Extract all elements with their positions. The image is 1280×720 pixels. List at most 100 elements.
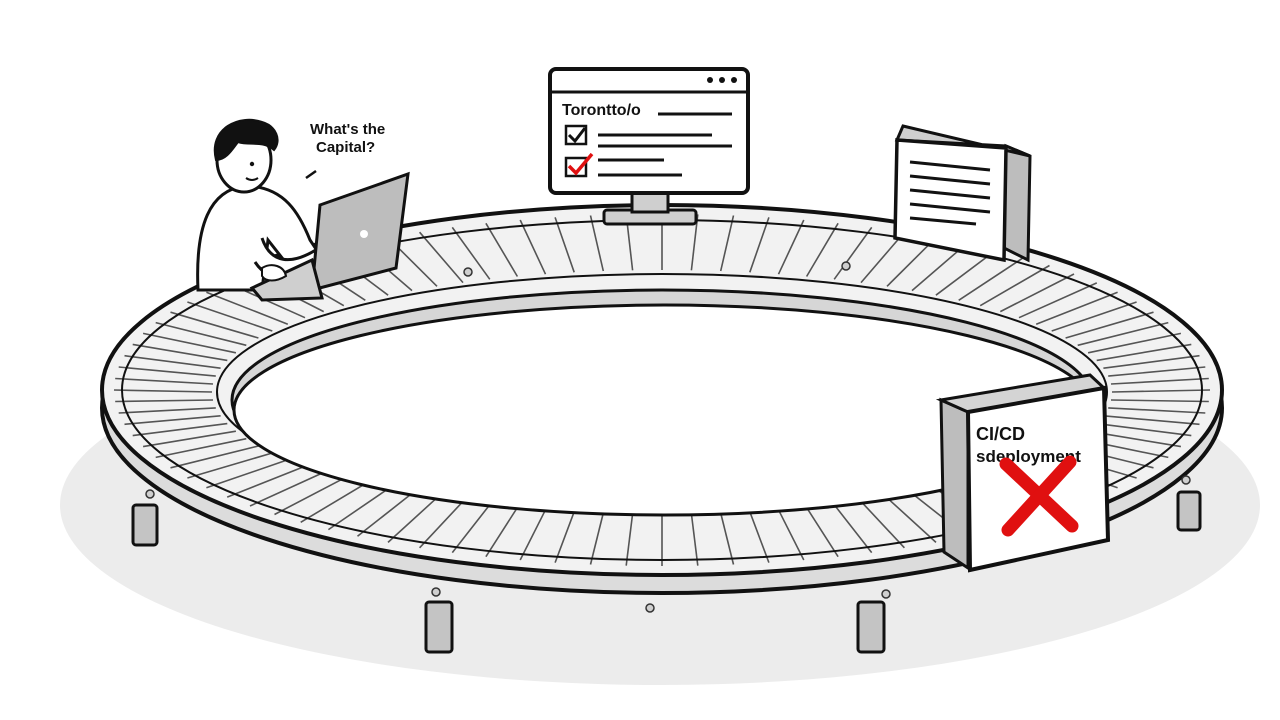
- belt-slat: [589, 512, 605, 565]
- belt-slat: [155, 437, 247, 459]
- belt-slat: [749, 217, 770, 273]
- document-box-front: [893, 138, 1008, 263]
- belt-slat: [833, 226, 873, 280]
- belt-slat: [132, 422, 228, 437]
- support-leg: [424, 600, 454, 654]
- belt-slat: [979, 264, 1050, 307]
- belt-slat: [124, 415, 221, 426]
- bolt: [645, 603, 655, 613]
- checkbox-checked-red: [564, 156, 588, 178]
- person-eye: [249, 161, 255, 167]
- red-x-icon: [999, 455, 1079, 537]
- belt-slat: [418, 231, 464, 284]
- belt-slat: [206, 459, 289, 489]
- belt-slat: [1096, 422, 1192, 437]
- belt-slat: [206, 291, 289, 325]
- support-leg: [856, 600, 886, 654]
- belt-slat: [805, 507, 839, 558]
- belt-slat: [554, 511, 575, 563]
- belt-slat: [519, 509, 547, 561]
- belt-slat: [1108, 366, 1206, 377]
- belt-slat: [170, 311, 259, 339]
- belt-slat: [554, 217, 575, 273]
- belt-slat: [451, 226, 491, 280]
- belt-slat: [274, 477, 345, 516]
- bolt: [145, 489, 155, 499]
- laptop-logo: [360, 230, 368, 238]
- belt-slat: [187, 452, 273, 479]
- belt-slat: [1018, 282, 1098, 319]
- belt-slat: [860, 231, 906, 284]
- support-leg: [1176, 490, 1202, 532]
- monitor-heading: Torontto/o: [562, 102, 641, 119]
- document-line: [909, 216, 977, 226]
- belt-slat: [749, 511, 770, 563]
- monitor-frame: [548, 67, 750, 195]
- belt-slat: [999, 273, 1075, 313]
- person-hand: [261, 264, 288, 282]
- person-mouth: [245, 177, 259, 181]
- document-box: [893, 124, 1032, 263]
- belt-slat: [1108, 407, 1206, 414]
- belt-slat: [690, 513, 699, 566]
- belt-slat: [805, 222, 839, 277]
- belt-slat: [118, 366, 216, 377]
- belt-slat: [170, 445, 259, 469]
- belt-slat: [860, 500, 905, 549]
- bolt: [881, 589, 891, 599]
- belt-slat: [142, 430, 237, 448]
- belt-slat: [113, 389, 213, 393]
- belt-slat: [690, 214, 699, 271]
- belt-slat: [958, 257, 1024, 301]
- document-line: [909, 160, 991, 172]
- window-dot-icon: [707, 77, 713, 83]
- belt-slat: [1087, 332, 1182, 354]
- belt-slat: [115, 399, 214, 403]
- cicd-box-front: [965, 385, 1111, 573]
- belt-slat: [1103, 415, 1200, 426]
- belt-slat: [115, 377, 214, 385]
- document-box-side: [1002, 143, 1032, 263]
- belt-slat: [719, 215, 735, 272]
- belt-slat: [1051, 301, 1137, 332]
- window-dot-icon: [731, 77, 737, 83]
- monitor: Torontto/o: [548, 67, 750, 226]
- cicd-label-line-1: CI/CD: [976, 424, 1025, 444]
- laptop-keyboard: [249, 257, 324, 302]
- cicd-box-side: [939, 397, 970, 571]
- belt-slat: [132, 343, 228, 362]
- checkbox-checked: [564, 124, 588, 146]
- belt-slat: [1110, 377, 1209, 385]
- belt-slat: [485, 507, 519, 558]
- belt-slat: [1111, 389, 1211, 393]
- check-mark-icon: [567, 127, 587, 144]
- bolt: [1181, 475, 1191, 485]
- belt-slat: [519, 219, 547, 275]
- bolt: [841, 261, 851, 271]
- cicd-deployment-box: CI/CD sdeployment: [935, 373, 1111, 573]
- person-hair: [213, 118, 279, 162]
- speech-tick: [305, 169, 317, 180]
- person-with-laptop: [196, 118, 410, 302]
- belt-slat: [886, 497, 937, 543]
- belt-slat: [1110, 399, 1209, 403]
- speech-bubble: What's the Capital?: [305, 121, 385, 180]
- belt-slat: [1035, 291, 1118, 325]
- belt-slat: [589, 215, 605, 272]
- belt-slat: [249, 471, 325, 507]
- document-line: [909, 188, 991, 200]
- belt-slat: [155, 321, 247, 347]
- belt-slat: [142, 332, 237, 354]
- belt-slat: [777, 509, 805, 561]
- red-check-mark-icon: [567, 152, 594, 176]
- laptop-screen: [310, 171, 410, 292]
- belt-slat: [327, 488, 389, 531]
- belt-slat: [451, 504, 491, 554]
- belt-slat: [124, 354, 221, 369]
- bolt: [431, 587, 441, 597]
- belt-slat: [118, 407, 216, 414]
- belt-slat: [226, 465, 306, 498]
- belt-slat: [187, 301, 273, 332]
- support-leg: [131, 503, 159, 547]
